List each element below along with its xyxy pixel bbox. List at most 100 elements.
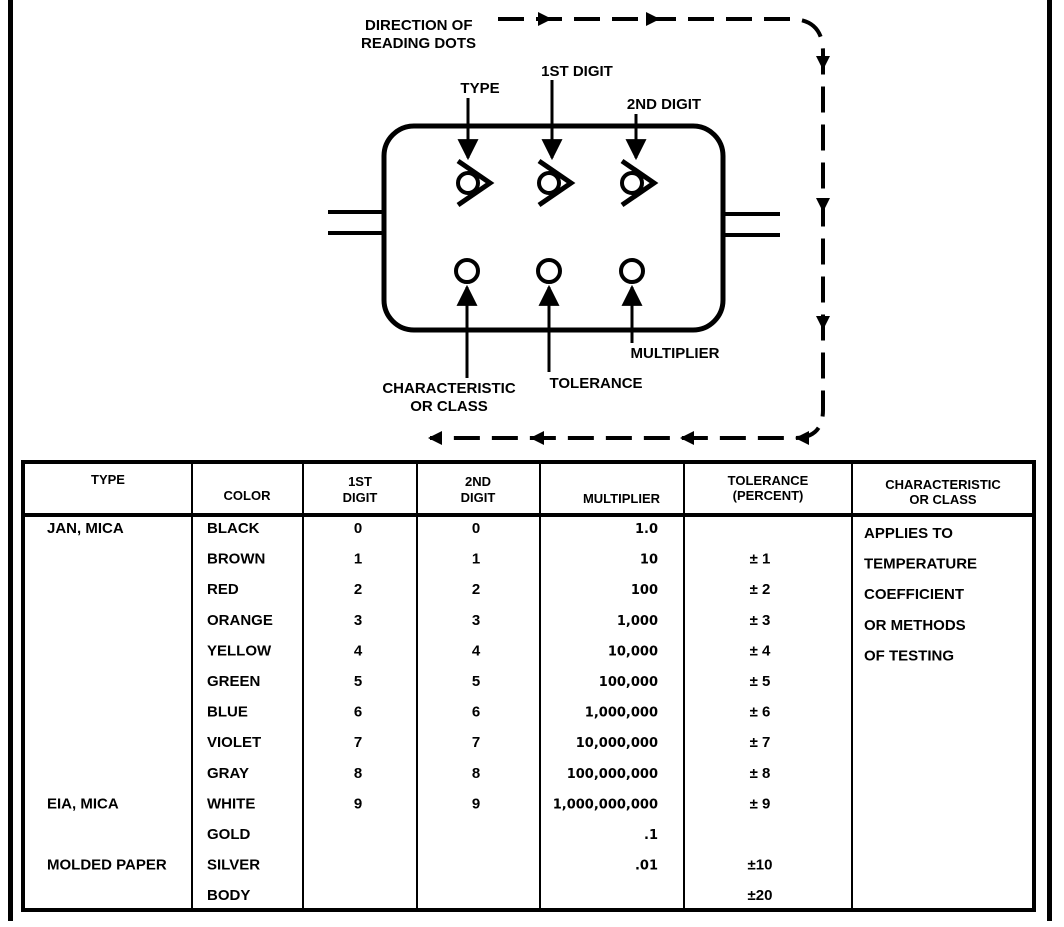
header-characteristic-line2: OR CLASS — [909, 492, 977, 507]
cell-second-digit: 7 — [472, 734, 480, 751]
capacitor-diagram: DIRECTION OF READING DOTS TYPE 1ST DIGIT… — [328, 12, 830, 445]
cell-second-digit: 8 — [472, 765, 480, 782]
cell-color: BROWN — [207, 551, 265, 568]
cell-first-digit: 0 — [354, 520, 362, 537]
header-first-digit-line1: 1ST — [348, 474, 372, 489]
characteristic-label-line1: CHARACTERISTIC — [382, 380, 515, 397]
cell-second-digit: 1 — [472, 551, 480, 568]
cell-second-digit: 4 — [472, 642, 481, 659]
cell-color: GRAY — [207, 765, 249, 782]
cell-multiplier: 100 — [631, 583, 658, 598]
second-digit-dot — [620, 158, 659, 208]
characteristic-note-line: COEFFICIENT — [864, 586, 964, 603]
cell-multiplier: 1,000 — [617, 614, 658, 629]
cell-first-digit: 2 — [354, 581, 362, 598]
cell-color: BODY — [207, 887, 250, 904]
multiplier-dot — [619, 258, 645, 284]
cell-tolerance: ±10 — [748, 857, 773, 874]
cell-tolerance: ± 6 — [750, 704, 771, 721]
cell-multiplier: 1,000,000 — [585, 706, 658, 721]
characteristic-note-line: OF TESTING — [864, 647, 954, 664]
header-second-digit-line1: 2ND — [465, 474, 491, 489]
characteristic-note-line: TEMPERATURE — [864, 556, 977, 573]
cell-second-digit: 5 — [472, 673, 480, 690]
cell-first-digit: 8 — [354, 765, 362, 782]
tolerance-label: TOLERANCE — [549, 375, 642, 392]
cell-multiplier: 100,000 — [599, 675, 658, 690]
cell-tolerance: ± 1 — [750, 551, 771, 568]
table-row: BODY ±20 — [207, 887, 772, 904]
color-code-table: TYPE COLOR 1ST DIGIT 2ND DIGIT MULTIPLIE… — [21, 460, 1036, 912]
cell-multiplier: 100,000,000 — [567, 767, 658, 782]
cell-tolerance: ± 7 — [750, 734, 771, 751]
cell-multiplier: .01 — [635, 859, 658, 874]
cell-multiplier: 10,000 — [608, 644, 658, 659]
cell-color: YELLOW — [207, 642, 272, 659]
type-dot — [456, 158, 495, 208]
cell-first-digit: 9 — [354, 795, 362, 812]
table-border — [21, 460, 1036, 912]
cell-second-digit: 9 — [472, 795, 480, 812]
header-color: COLOR — [224, 488, 272, 503]
cell-multiplier: 10 — [640, 553, 658, 568]
header-characteristic-line1: CHARACTERISTIC — [885, 477, 1001, 492]
right-lead — [723, 212, 780, 237]
cell-first-digit: 3 — [354, 612, 362, 629]
cell-color: VIOLET — [207, 734, 261, 751]
cell-color: BLACK — [207, 520, 260, 537]
cell-tolerance: ± 2 — [750, 581, 771, 598]
table-row: MOLDED PAPER SILVER .01 ±10 — [47, 857, 772, 874]
first-digit-label: 1ST DIGIT — [541, 63, 613, 80]
direction-label-line2: READING DOTS — [361, 35, 476, 52]
direction-arrowheads — [428, 12, 830, 445]
cell-color: SILVER — [207, 857, 260, 874]
table-row: RED 2 2 100 ± 2 — [207, 581, 770, 598]
cell-multiplier: 10,000,000 — [576, 736, 658, 751]
cell-type: EIA, MICA — [47, 795, 119, 812]
cell-color: RED — [207, 581, 239, 598]
characteristic-note-line: OR METHODS — [864, 617, 966, 634]
table-row: JAN, MICA BLACK 0 0 1.0 — [47, 520, 658, 537]
direction-label-line1: DIRECTION OF — [365, 17, 473, 34]
left-lead — [328, 210, 384, 235]
table-row: BLUE 6 6 1,000,000 ± 6 — [207, 704, 770, 721]
cell-first-digit: 6 — [354, 704, 362, 721]
cell-type: MOLDED PAPER — [47, 857, 167, 874]
tolerance-dot — [536, 258, 562, 284]
cell-type: JAN, MICA — [47, 520, 124, 537]
header-multiplier: MULTIPLIER — [583, 491, 661, 506]
column-dividers — [191, 462, 853, 910]
second-digit-label: 2ND DIGIT — [627, 96, 701, 113]
table-row: BROWN 1 1 10 ± 1 — [207, 551, 770, 568]
cell-multiplier: .1 — [644, 828, 658, 843]
header-tolerance-line2: (PERCENT) — [733, 488, 804, 503]
cell-second-digit: 6 — [472, 704, 480, 721]
characteristic-note-line: APPLIES TO — [864, 525, 953, 542]
characteristic-dot — [454, 258, 480, 284]
type-label: TYPE — [460, 80, 499, 97]
cell-tolerance: ±20 — [748, 887, 773, 904]
cell-multiplier: 1,000,000,000 — [553, 797, 658, 812]
cell-color: GREEN — [207, 673, 260, 690]
cell-second-digit: 3 — [472, 612, 480, 629]
cell-tolerance: ± 4 — [750, 642, 771, 659]
cell-second-digit: 0 — [472, 520, 480, 537]
cell-second-digit: 2 — [472, 581, 480, 598]
characteristic-note: APPLIES TO TEMPERATURE COEFFICIENT OR METHO… — [864, 525, 977, 664]
cell-tolerance: ± 9 — [750, 795, 771, 812]
first-digit-dot — [537, 158, 576, 208]
cell-color: BLUE — [207, 704, 248, 721]
header-tolerance-line1: TOLERANCE — [728, 473, 809, 488]
cell-first-digit: 1 — [354, 551, 362, 568]
cell-multiplier: 1.0 — [635, 522, 658, 537]
cell-first-digit: 5 — [354, 673, 362, 690]
multiplier-label: MULTIPLIER — [631, 345, 720, 362]
cell-tolerance: ± 3 — [750, 612, 771, 629]
